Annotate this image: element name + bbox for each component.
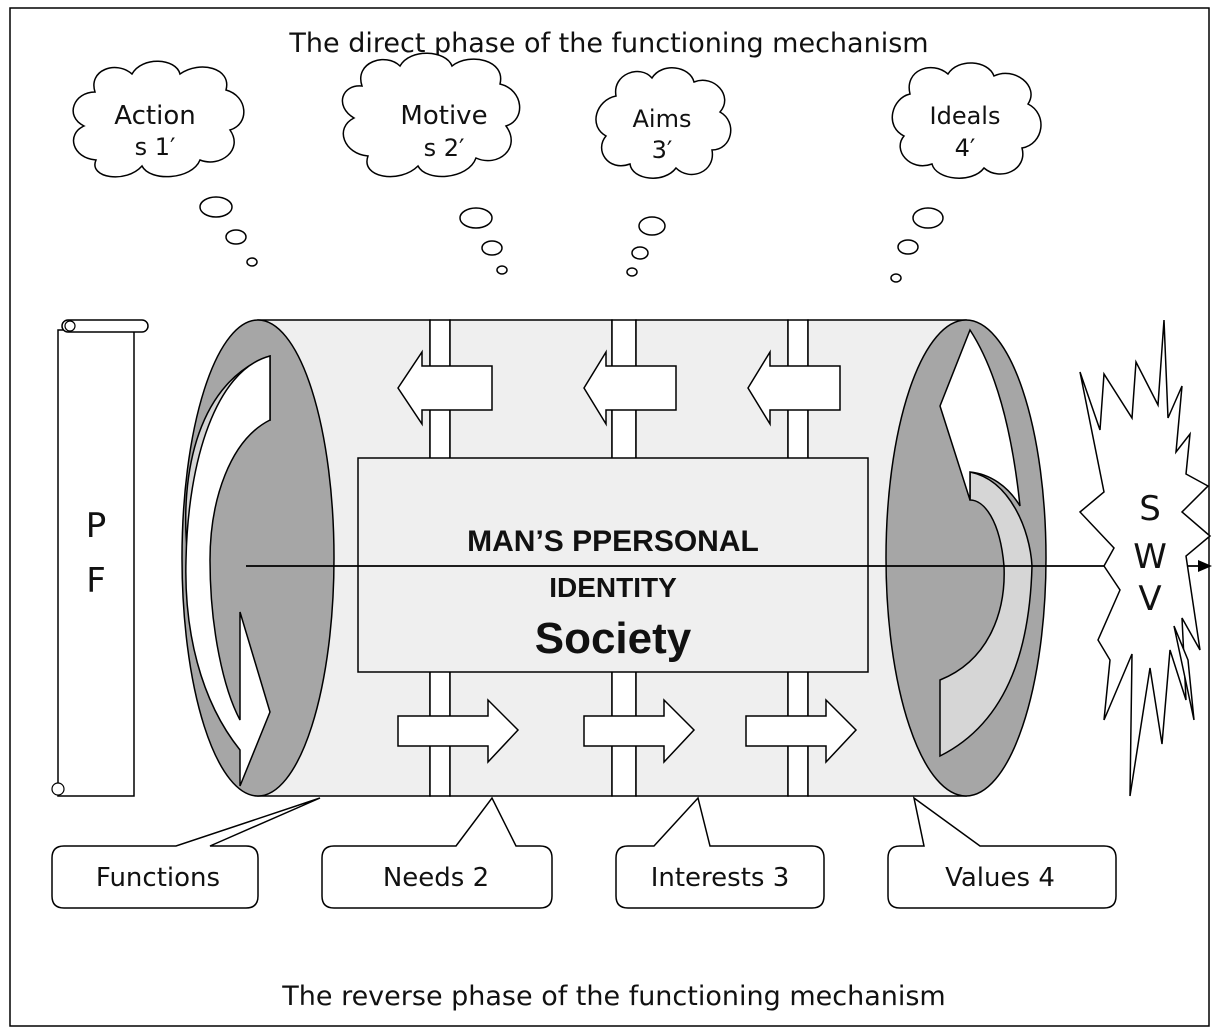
callout-shape [321, 796, 553, 909]
center-box-title: IDENTITY [549, 572, 677, 603]
cloud-label: 3′ [652, 136, 673, 164]
thought-bubble [897, 239, 919, 255]
burst-label: W [1133, 537, 1167, 577]
cloud-shape [72, 60, 245, 178]
left-arrow-icon [583, 349, 677, 427]
thought-bubble [890, 273, 902, 283]
callout-shape [615, 796, 825, 909]
cloud-shape [595, 67, 732, 179]
cloud-label: 4′ [955, 134, 976, 162]
left-arrow-icon [747, 349, 841, 427]
thought-bubble [626, 267, 638, 277]
burst-label: S [1139, 489, 1161, 529]
burst-label: V [1138, 579, 1161, 619]
thought-cloud-motives: Motive s 2′ [341, 52, 521, 275]
scroll-curl [51, 782, 65, 796]
thought-bubble [496, 265, 508, 275]
callout-shape [51, 797, 321, 909]
thought-bubble [481, 240, 503, 256]
cloud-label: Ideals [930, 102, 1001, 130]
scroll-curl [64, 320, 76, 332]
center-box-subtitle: Society [535, 614, 692, 663]
burst-shape [1078, 319, 1212, 797]
cloud-label: s 2′ [424, 134, 465, 162]
callout-label: Needs 2 [383, 863, 489, 893]
left-arrow-icon [397, 349, 493, 427]
cloud-shape [341, 52, 521, 178]
callout-needs: Needs 2 [321, 796, 553, 909]
right-arrow-icon [745, 698, 858, 764]
scroll-label: P [86, 506, 107, 546]
personal-identity-box: MAN’S PPERSONAL IDENTITY Society [357, 457, 869, 673]
top-caption: The direct phase of the functioning mech… [288, 28, 928, 59]
upper-arrow-row [397, 349, 841, 427]
thought-bubble [631, 246, 649, 260]
pf-scroll: P F [51, 319, 149, 797]
burst-shape [1173, 625, 1195, 721]
thought-cloud-actions: Action s 1′ [72, 60, 258, 267]
cloud-label: Action [114, 101, 195, 131]
thought-cloud-aims: Aims 3′ [595, 67, 732, 277]
thought-bubble [638, 216, 666, 236]
callout-label: Interests 3 [651, 863, 790, 893]
callout-values: Values 4 [887, 796, 1117, 909]
thought-bubble [225, 229, 247, 245]
curved-arrow-inner [939, 471, 1033, 758]
bottom-caption: The reverse phase of the functioning mec… [281, 981, 945, 1012]
callout-label: Functions [96, 863, 220, 893]
scroll-label: F [86, 561, 106, 601]
cloud-label: Motive [400, 101, 487, 131]
thought-bubble [912, 207, 944, 229]
callout-interests: Interests 3 [615, 796, 825, 909]
right-cylinder-end [885, 319, 1047, 797]
center-box-title: MAN’S PPERSONAL [467, 525, 759, 558]
curved-arrow-up-icon [939, 328, 1021, 507]
thought-bubble [199, 196, 233, 218]
callout-functions: Functions [51, 797, 321, 909]
right-arrow-icon [583, 698, 696, 764]
curved-arrow-down-icon [185, 355, 271, 787]
swv-starburst: S W V [1078, 319, 1212, 797]
left-cylinder-end [181, 319, 335, 797]
callout-shape [887, 796, 1117, 909]
thought-bubble [246, 257, 258, 267]
cloud-label: Aims [633, 105, 692, 133]
center-box [357, 457, 869, 673]
callout-label: Values 4 [945, 863, 1055, 893]
lower-arrow-row [397, 698, 858, 764]
cloud-shape [891, 62, 1042, 179]
cloud-label: s 1′ [135, 133, 176, 161]
thought-bubble [459, 207, 493, 229]
scroll-top-roll [61, 319, 149, 333]
right-arrow-icon [397, 698, 520, 764]
scroll-body [57, 329, 135, 797]
thought-cloud-ideals: Ideals 4′ [890, 62, 1042, 283]
